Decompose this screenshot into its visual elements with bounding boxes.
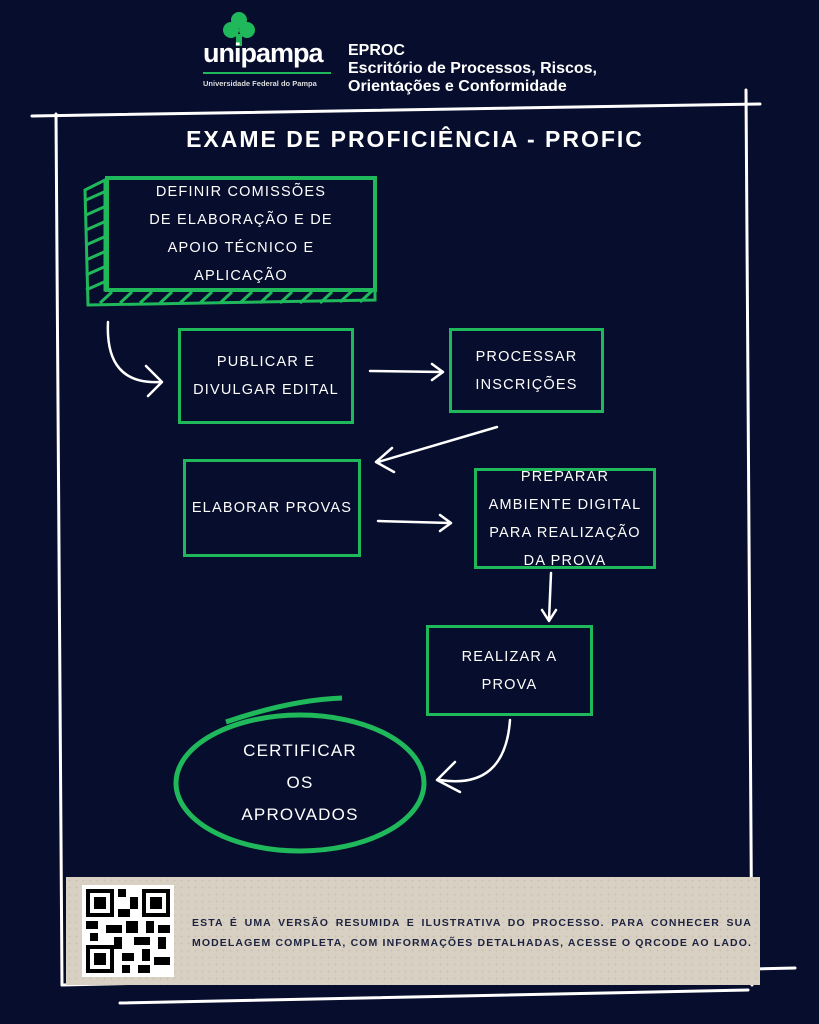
arrow-5-6 <box>540 571 558 623</box>
step-define-committees: DEFINIR COMISSÕES DE ELABORAÇÃO E DE APO… <box>105 176 377 292</box>
step-take-exam: REALIZAR A PROVA <box>426 625 593 716</box>
arrow-4-5 <box>376 513 453 533</box>
unipampa-logo: unipampa Universidade Federal do Pampa <box>200 10 335 90</box>
qr-code-icon <box>86 889 170 973</box>
step-prepare-exams: ELABORAR PROVAS <box>183 459 361 557</box>
frame-left <box>54 112 64 987</box>
step-process-registrations: PROCESSAR INSCRIÇÕES <box>449 328 604 413</box>
tree-icon <box>223 12 255 46</box>
step-prepare-digital-env: PREPARAR AMBIENTE DIGITAL PARA REALIZAÇÃ… <box>474 468 656 569</box>
org-block: EPROC Escritório de Processos, Riscos, O… <box>348 42 597 96</box>
org-acronym: EPROC <box>348 42 405 59</box>
footer-note-panel: ESTA É UMA VERSÃO RESUMIDA E ILUSTRATIVA… <box>66 877 760 985</box>
frame-bottom2 <box>118 988 750 1005</box>
arrow-1-2 <box>106 320 164 398</box>
footer-note: ESTA É UMA VERSÃO RESUMIDA E ILUSTRATIVA… <box>192 917 752 949</box>
arrow-6-7 <box>435 718 512 794</box>
arrow-2-3 <box>368 362 445 382</box>
step-publish-edital: PUBLICAR E DIVULGAR EDITAL <box>178 328 354 424</box>
logo-subtitle: Universidade Federal do Pampa <box>203 79 317 88</box>
logo-wordmark: unipampa <box>203 38 324 68</box>
page-title: EXAME DE PROFICIÊNCIA - PROFIC <box>186 126 644 152</box>
certify-ellipse <box>173 712 427 854</box>
step-certify-approved: CERTIFICAR OS APROVADOS <box>241 741 359 824</box>
arrow-3-4 <box>374 425 499 474</box>
frame-top <box>30 102 762 118</box>
org-name-line1: Escritório de Processos, Riscos, <box>348 60 597 77</box>
frame-right <box>744 88 754 987</box>
qr-code[interactable] <box>82 885 174 977</box>
org-name-line2: Orientações e Conformidade <box>348 78 567 95</box>
logo-line <box>203 72 331 74</box>
